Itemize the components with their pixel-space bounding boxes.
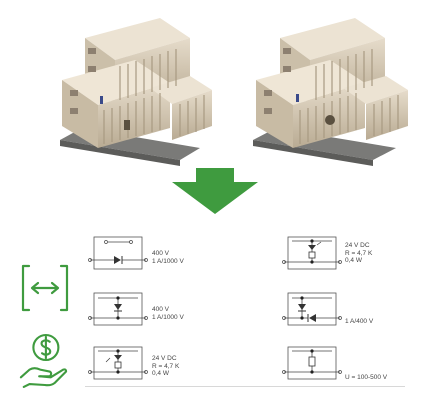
terminal-block-image-right xyxy=(253,18,408,166)
circuit-diode-diagram xyxy=(88,236,148,270)
divider-line xyxy=(85,386,405,387)
terminal-block-image-left xyxy=(60,18,212,166)
down-arrow-icon xyxy=(172,168,258,214)
dollar-hand-icon xyxy=(19,333,68,388)
spec-text-6: U = 100-500 V xyxy=(345,374,388,381)
circuit-resistor-diagram xyxy=(282,346,342,380)
circuit-double-diode-diagram xyxy=(282,292,342,326)
spec-text-4: 1 A/400 V xyxy=(345,318,374,325)
circuit-led-resistor-diagram xyxy=(282,236,342,270)
circuit-led-resistor-diagram-2 xyxy=(88,346,148,380)
circuit-vertical-diode-diagram xyxy=(88,292,148,326)
expand-arrows-icon xyxy=(21,264,69,312)
